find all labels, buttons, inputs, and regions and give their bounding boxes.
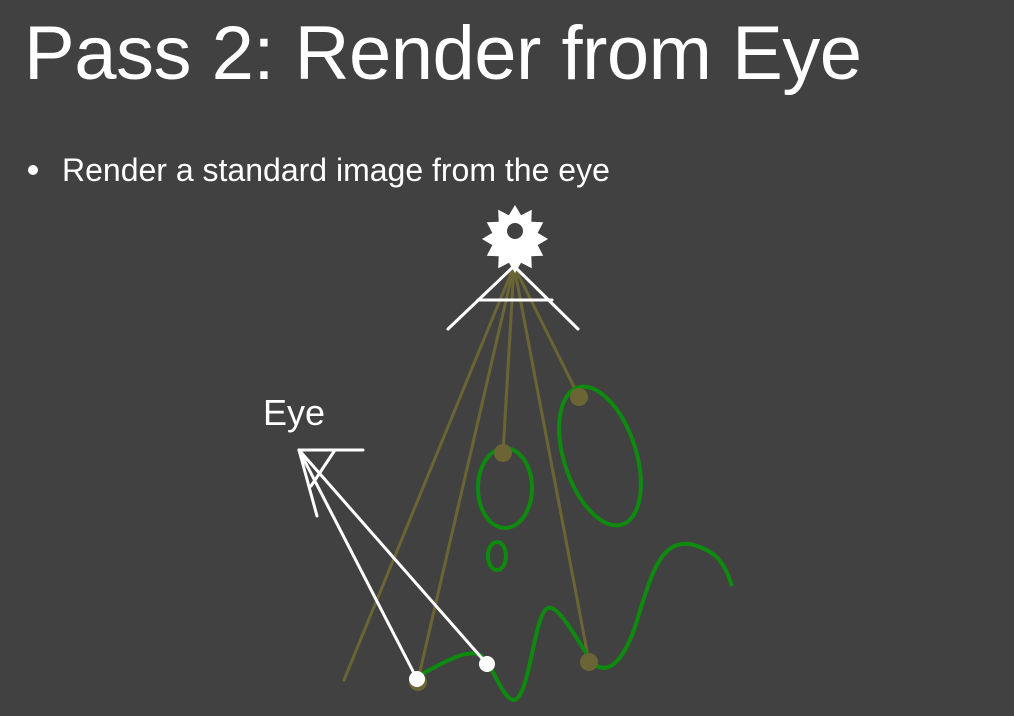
light-ray [501,264,516,455]
eye-ray [297,448,489,666]
eye-sample-point [409,671,425,687]
light-sample-point [494,444,512,462]
ground-curve [417,541,734,703]
light-sample-point [580,653,598,671]
eye-label: Eye [263,392,325,433]
light-ray [416,264,516,682]
light-rays [342,264,591,682]
bullet-text: Render a standard image from the eye [62,152,610,188]
light-frustum-icon [446,264,580,331]
eye-sample-points [409,656,495,687]
slide-title: Pass 2: Render from Eye [24,11,862,96]
light-ray [342,264,516,682]
scene-geometry [417,384,734,703]
eye-sample-point [479,656,495,672]
eye-ray [297,448,419,681]
eye-rays [297,448,489,681]
bullet-item: Render a standard image from the eye [24,150,610,190]
light-ray [512,264,581,399]
bullet-dot-icon [28,165,38,175]
light-sample-point [570,388,588,406]
light-ray [512,264,591,664]
tiny-ellipse [486,540,508,572]
sun-icon [482,205,548,273]
bullet-list: Render a standard image from the eye [24,150,610,190]
tilted-ellipse [557,384,643,528]
